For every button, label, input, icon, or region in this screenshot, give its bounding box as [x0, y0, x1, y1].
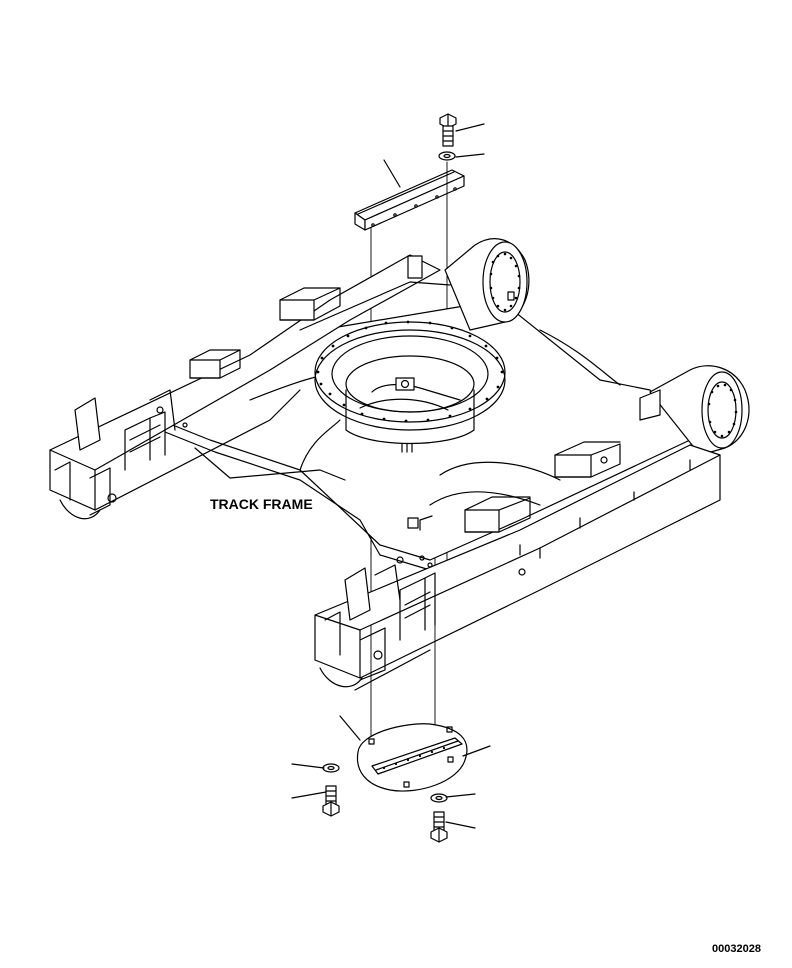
left-track-beam [50, 255, 450, 519]
top-bolt [440, 114, 456, 146]
track-frame-label: TRACK FRAME [210, 496, 313, 512]
upper-cover-plate [355, 170, 464, 230]
lower-right-bolt [431, 812, 447, 842]
swing-circle [315, 320, 505, 452]
lower-right-washer [431, 794, 447, 802]
leader-lines-top [384, 124, 484, 187]
top-washer [439, 152, 455, 160]
leader-lines-bottom [292, 716, 490, 828]
lower-left-bolt [323, 786, 339, 816]
upper-idler-housing [445, 239, 529, 330]
drawing-number: 00032028 [712, 943, 761, 955]
right-track-beam [315, 442, 720, 690]
lower-left-washer [323, 764, 339, 772]
right-idler-housing [640, 366, 749, 455]
lower-cover-plate [357, 724, 466, 791]
